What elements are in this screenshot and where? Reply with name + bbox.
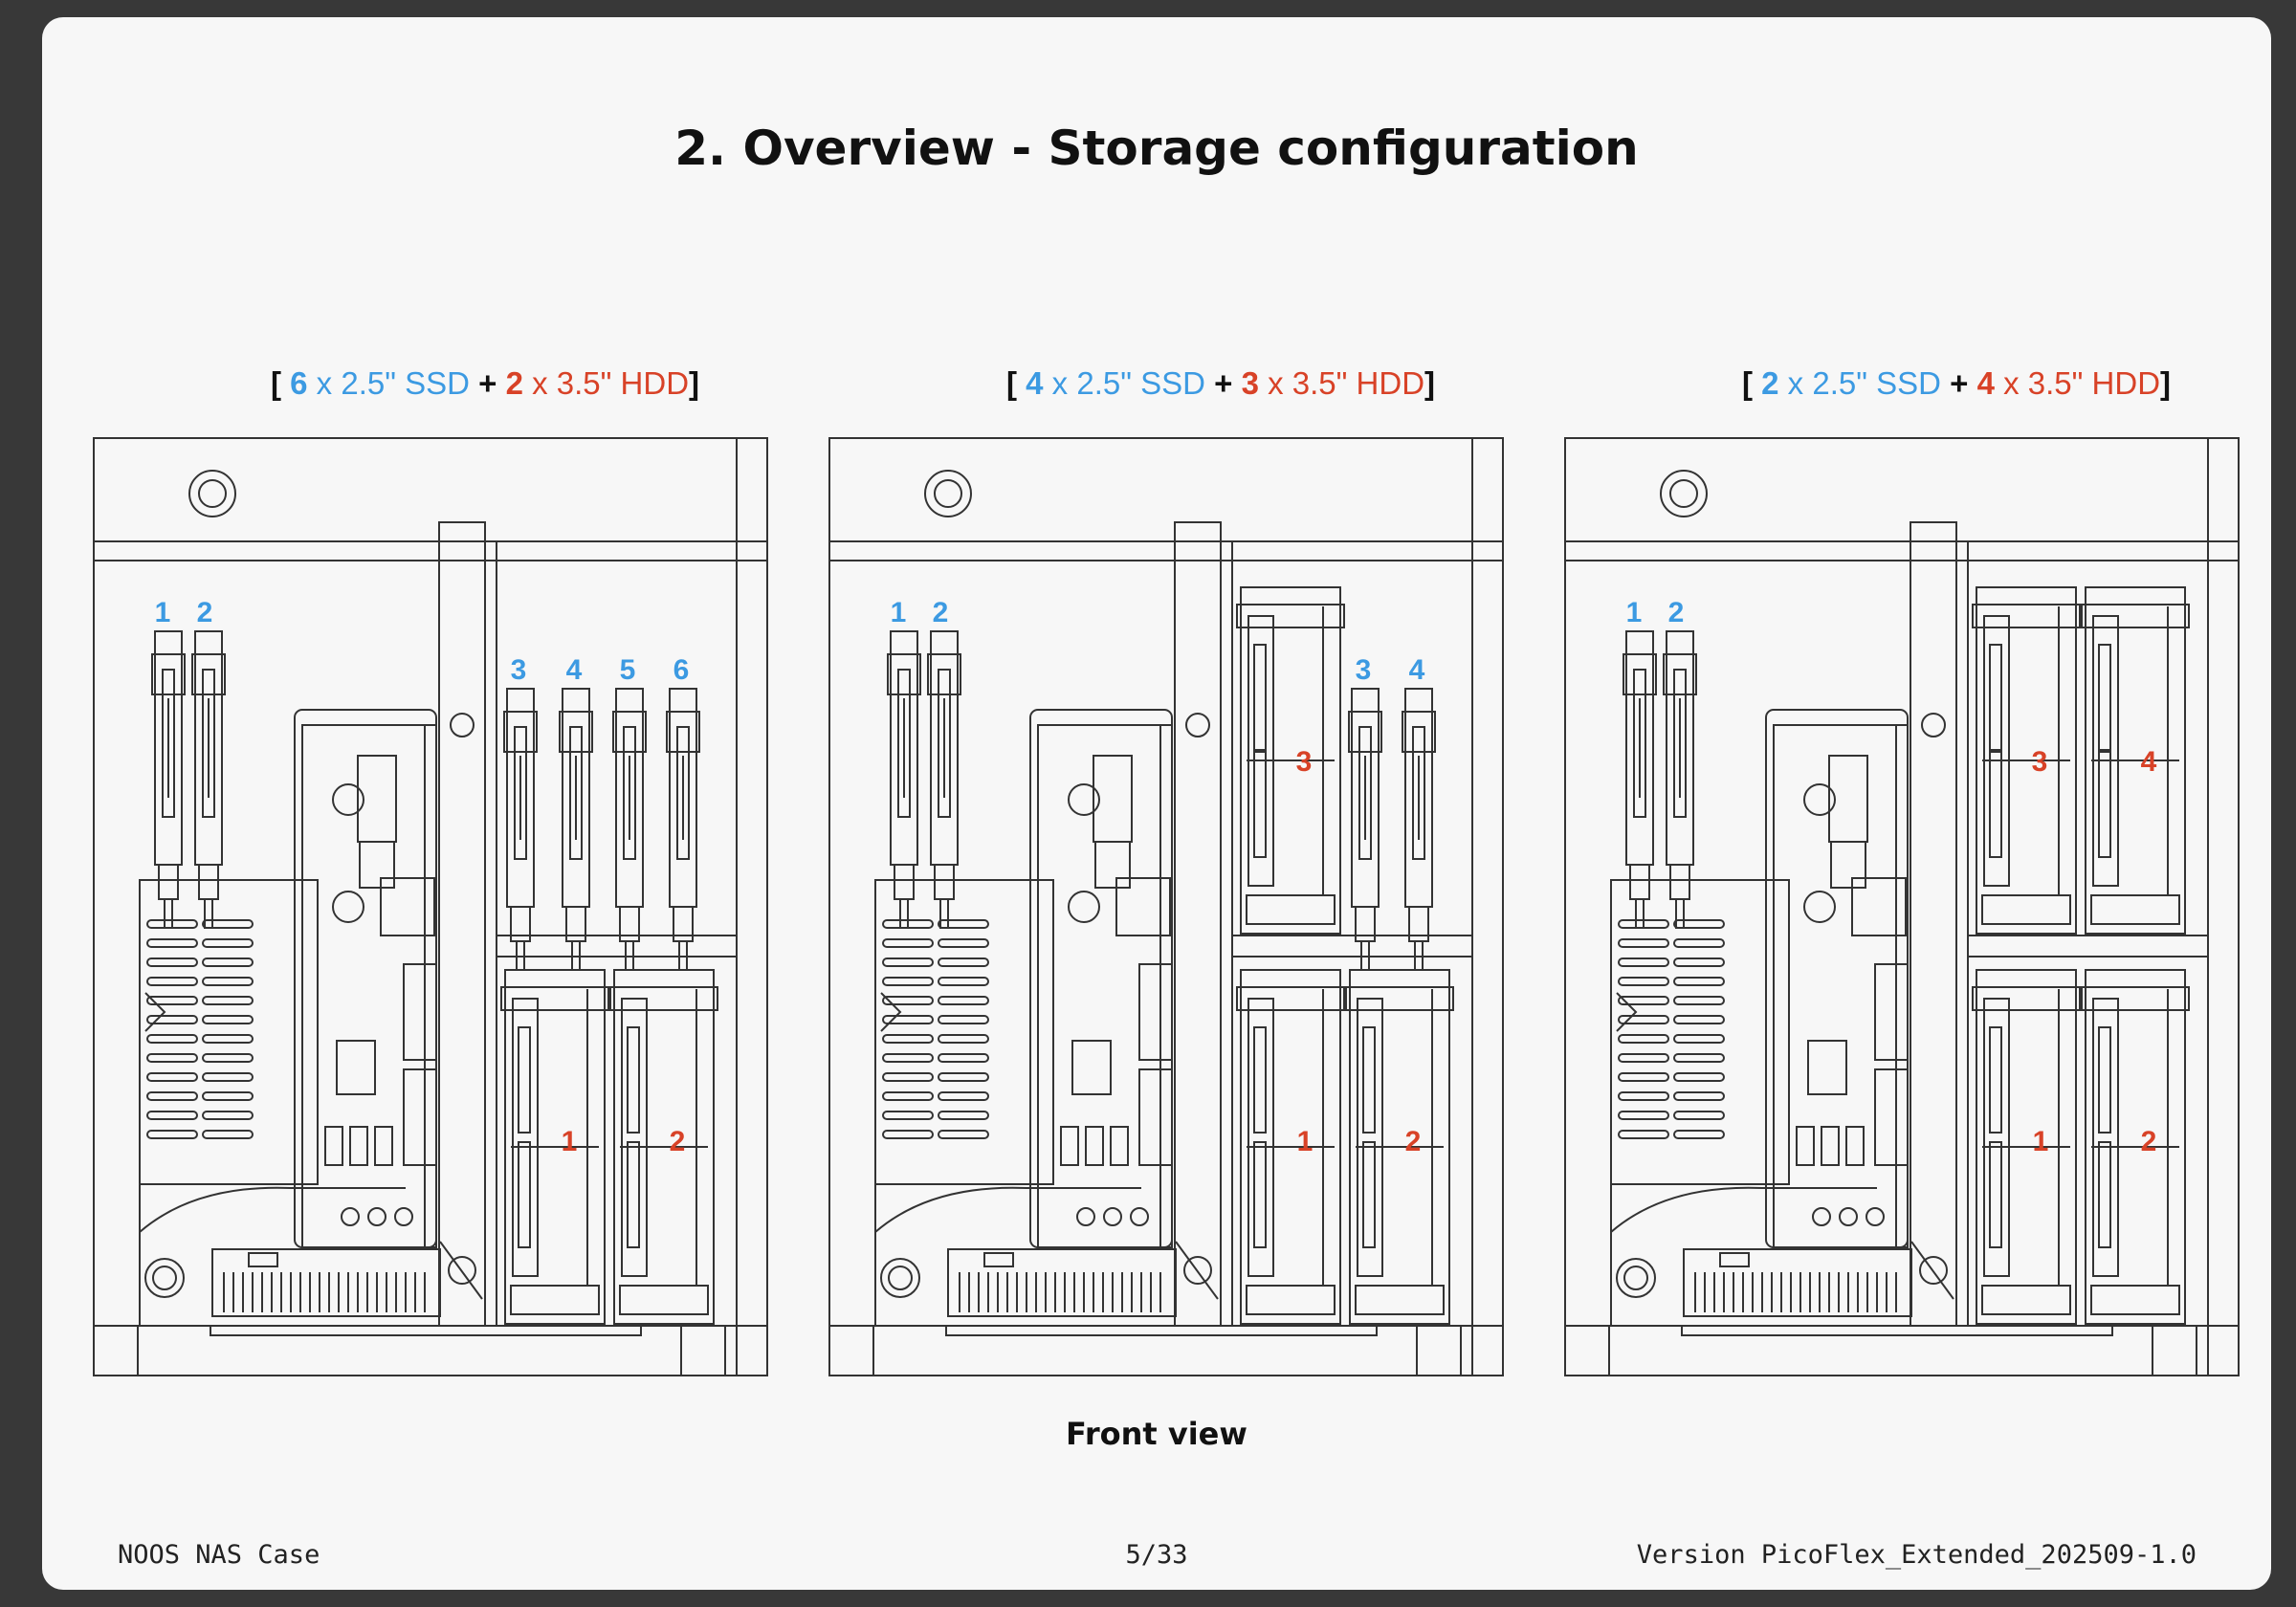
ssd-count: 4 xyxy=(1026,365,1044,401)
ssd-label: x 2.5" SSD xyxy=(1051,365,1205,401)
front-view-caption: Front view xyxy=(1066,1416,1247,1452)
config-label-1: [ 6 x 2.5" SSD + 2 x 3.5" HDD] xyxy=(270,365,700,401)
hdd-count: 4 xyxy=(1976,365,1995,401)
page-title: 2. Overview - Storage configuration xyxy=(674,121,1639,176)
config-label-2: [ 4 x 2.5" SSD + 3 x 3.5" HDD] xyxy=(1005,365,1436,401)
hdd-label: x 3.5" HDD xyxy=(2003,365,2161,401)
footer-version: Version PicoFlex_Extended_202509-1.0 xyxy=(1636,1540,2197,1570)
ssd-slot-label: 5 xyxy=(620,654,636,686)
hdd-label: x 3.5" HDD xyxy=(1268,365,1425,401)
hdd-count: 3 xyxy=(1241,365,1259,401)
ssd-count: 6 xyxy=(290,365,308,401)
hdd-slot-label: 3 xyxy=(1296,746,1313,778)
ssd-slot-label: 1 xyxy=(891,597,907,628)
ssd-slot-label: 2 xyxy=(1668,597,1685,628)
hdd-slot-label: 3 xyxy=(2032,746,2048,778)
hdd-slot-label: 2 xyxy=(2141,1126,2157,1157)
ssd-slot-label: 2 xyxy=(197,597,213,628)
ssd-slot-label: 4 xyxy=(1409,654,1425,686)
ssd-count: 2 xyxy=(1761,365,1779,401)
footer-page-number: 5/33 xyxy=(1125,1540,1188,1570)
ssd-slot-label: 1 xyxy=(1626,597,1643,628)
ssd-label: x 2.5" SSD xyxy=(1787,365,1941,401)
ssd-slot-label: 4 xyxy=(566,654,583,686)
ssd-label: x 2.5" SSD xyxy=(316,365,470,401)
ssd-slot-label: 3 xyxy=(1356,654,1372,686)
hdd-slot-label: 4 xyxy=(2141,746,2157,778)
ssd-slot-label: 6 xyxy=(673,654,690,686)
footer-product: NOOS NAS Case xyxy=(118,1540,320,1570)
hdd-label: x 3.5" HDD xyxy=(532,365,690,401)
ssd-slot-label: 3 xyxy=(511,654,527,686)
manual-page: 2. Overview - Storage configuration [ 6 … xyxy=(42,17,2271,1590)
hdd-count: 2 xyxy=(505,365,523,401)
hdd-slot-label: 2 xyxy=(670,1126,686,1157)
config-label-3: [ 2 x 2.5" SSD + 4 x 3.5" HDD] xyxy=(1741,365,2172,401)
ssd-slot-label: 1 xyxy=(155,597,171,628)
ssd-slot-label: 2 xyxy=(933,597,949,628)
hdd-slot-label: 1 xyxy=(1297,1126,1314,1157)
hdd-slot-label: 1 xyxy=(2033,1126,2049,1157)
hdd-slot-label: 2 xyxy=(1405,1126,1422,1157)
hdd-slot-label: 1 xyxy=(562,1126,578,1157)
